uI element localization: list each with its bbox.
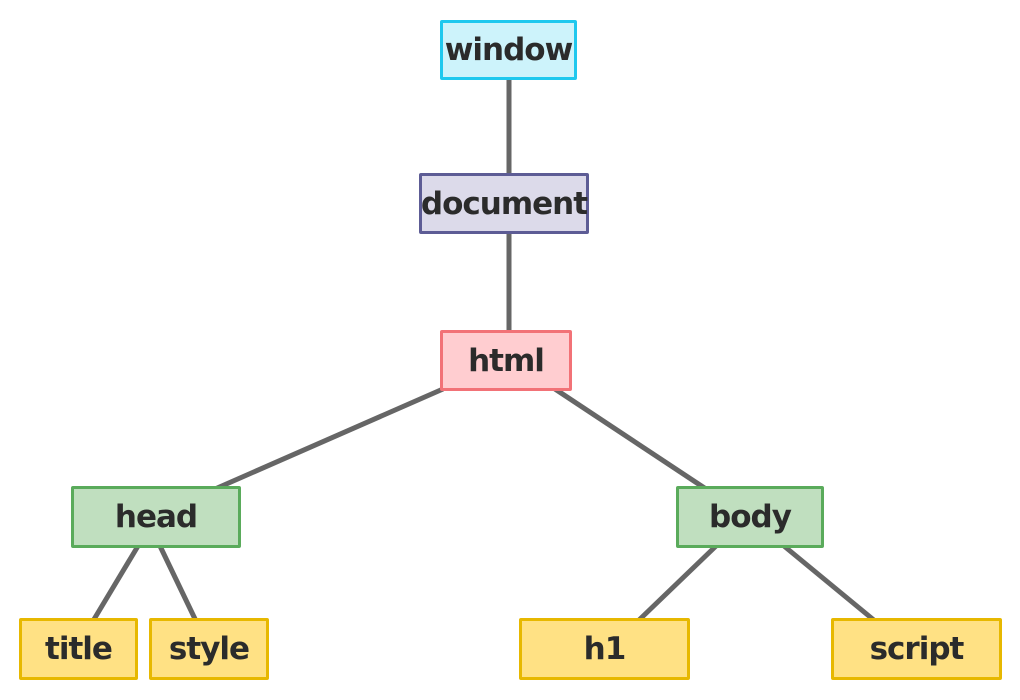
node-script: script bbox=[831, 618, 1002, 680]
node-head: head bbox=[71, 486, 241, 548]
node-document: document bbox=[419, 173, 589, 234]
edge-html-head bbox=[213, 386, 445, 492]
edge-head-style bbox=[157, 544, 199, 623]
node-window: window bbox=[440, 20, 577, 80]
edge-head-title bbox=[90, 544, 141, 623]
edge-body-h1 bbox=[636, 544, 718, 623]
edge-html-body bbox=[553, 386, 708, 492]
node-h1: h1 bbox=[519, 618, 690, 680]
edge-body-script bbox=[782, 544, 877, 623]
node-html: html bbox=[440, 330, 572, 391]
node-body: body bbox=[676, 486, 824, 548]
node-title: title bbox=[19, 618, 138, 680]
node-style: style bbox=[149, 618, 269, 680]
